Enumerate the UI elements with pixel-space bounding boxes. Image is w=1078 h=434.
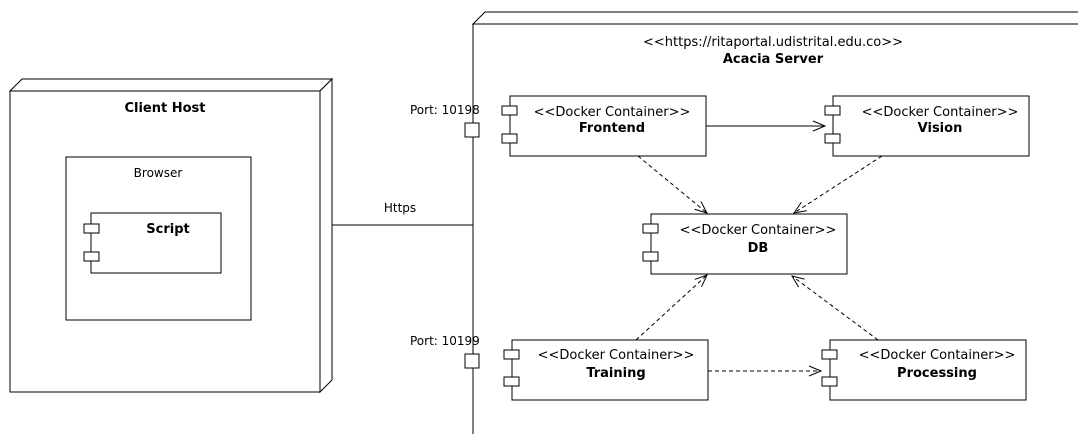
browser-label: Browser bbox=[134, 166, 183, 180]
training-component: <<Docker Container>> Training bbox=[503, 339, 709, 401]
frontend-stereotype: <<Docker Container>> bbox=[534, 105, 691, 120]
db-stereotype: <<Docker Container>> bbox=[680, 223, 837, 238]
processing-name: Processing bbox=[897, 366, 977, 381]
processing-component: <<Docker Container>> Processing bbox=[821, 339, 1027, 401]
component-icon-tab-bottom bbox=[83, 251, 100, 262]
component-icon-tab-bottom bbox=[501, 133, 518, 144]
training-stereotype: <<Docker Container>> bbox=[538, 348, 695, 363]
component-icon-tab-top bbox=[501, 105, 518, 116]
port-10198-label: Port: 10198 bbox=[410, 103, 480, 117]
server-title: Acacia Server bbox=[723, 52, 824, 67]
script-component: Script bbox=[83, 212, 222, 274]
frontend-to-db-dependency bbox=[637, 155, 707, 213]
script-name: Script bbox=[146, 222, 189, 237]
server-stereotype: <<https://ritaportal.udistrital.edu.co>> bbox=[643, 35, 903, 50]
processing-stereotype: <<Docker Container>> bbox=[859, 348, 1016, 363]
client-host-title: Client Host bbox=[124, 101, 205, 116]
vision-to-db-dependency bbox=[794, 155, 883, 213]
vision-name: Vision bbox=[918, 121, 963, 136]
frontend-component: <<Docker Container>> Frontend bbox=[501, 95, 707, 157]
component-icon-tab-bottom bbox=[821, 376, 838, 387]
port-10199: Port: 10199 bbox=[410, 334, 480, 369]
component-icon-tab-top bbox=[821, 349, 838, 360]
processing-to-db-dependency bbox=[792, 276, 879, 341]
component-icon-tab-bottom bbox=[642, 251, 659, 262]
component-icon-tab-top bbox=[824, 105, 841, 116]
vision-component: <<Docker Container>> Vision bbox=[824, 95, 1030, 157]
component-icon-tab-bottom bbox=[824, 133, 841, 144]
https-label: Https bbox=[384, 201, 416, 215]
db-name: DB bbox=[748, 241, 769, 256]
port-10198: Port: 10198 bbox=[410, 103, 480, 138]
training-name: Training bbox=[586, 366, 645, 381]
https-link: Https bbox=[332, 201, 473, 226]
component-icon-tab-top bbox=[83, 223, 100, 234]
training-to-db-dependency bbox=[635, 275, 707, 341]
db-component: <<Docker Container>> DB bbox=[642, 213, 848, 275]
frontend-name: Frontend bbox=[579, 121, 645, 136]
port-10199-label: Port: 10199 bbox=[410, 334, 480, 348]
component-icon-tab-top bbox=[642, 223, 659, 234]
component-icon-tab-top bbox=[503, 349, 520, 360]
vision-stereotype: <<Docker Container>> bbox=[862, 105, 1019, 120]
component-icon-tab-bottom bbox=[503, 376, 520, 387]
